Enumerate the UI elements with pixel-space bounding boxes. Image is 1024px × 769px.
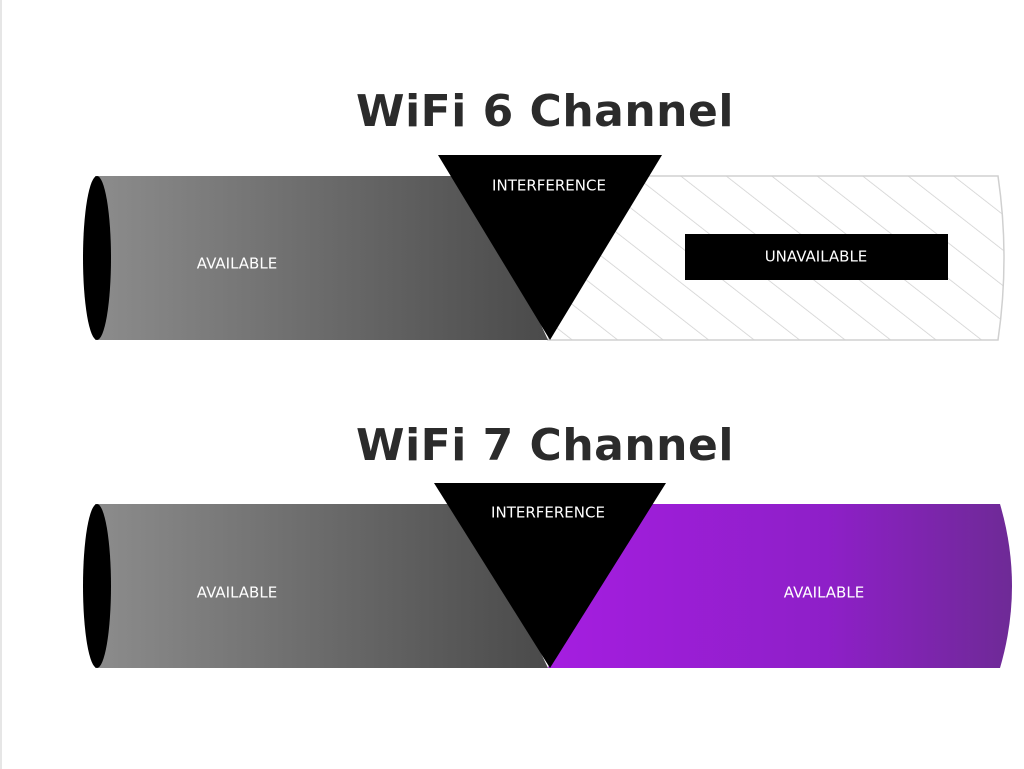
wifi6-unavailable-box: [685, 234, 948, 280]
wifi6-available-section: [95, 176, 548, 340]
wifi7-interference-triangle: [434, 483, 666, 668]
wifi7-interference-label: INTERFERENCE: [491, 504, 605, 522]
wifi7-available-left-section: [95, 504, 548, 668]
wifi6-interference-label: INTERFERENCE: [492, 177, 606, 195]
wifi6-available-label: AVAILABLE: [197, 255, 277, 273]
wifi6-interference-triangle: [438, 155, 662, 340]
wifi6-channel: INTERFERENCE AVAILABLE UNAVAILABLE: [83, 155, 1005, 341]
wifi7-title: WiFi 7 Channel: [356, 420, 734, 471]
wifi6-left-end-cap: [83, 176, 111, 340]
wifi7-available-right-label: AVAILABLE: [784, 584, 864, 602]
wifi6-unavailable-label: UNAVAILABLE: [765, 248, 868, 266]
wifi7-available-left-label: AVAILABLE: [197, 584, 277, 602]
wifi6-title: WiFi 6 Channel: [356, 86, 734, 137]
wifi7-channel: INTERFERENCE AVAILABLE AVAILABLE: [83, 483, 1012, 668]
wifi7-available-right-section: [548, 504, 1012, 668]
wifi7-left-end-cap: [83, 504, 111, 668]
left-edge-rule: [0, 0, 2, 769]
